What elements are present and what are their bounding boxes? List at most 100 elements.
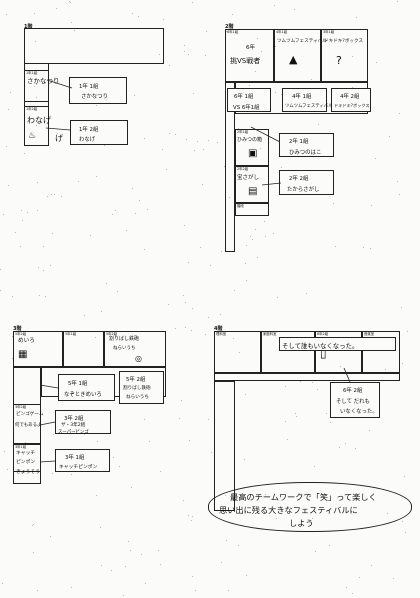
floor1-mark: げ — [55, 134, 63, 143]
note-class: 2年 2組 — [289, 176, 309, 182]
floor-2-label: 2階 — [225, 24, 234, 30]
note-event: ドキドキ?ボックス — [334, 103, 370, 108]
room-4-a: 理科室 — [214, 331, 261, 373]
floor-2-wing — [225, 82, 235, 252]
note-event: 割りばし鉄砲 — [123, 386, 151, 391]
note-class: 6年 2組 — [343, 388, 363, 394]
note-class: 4年 1組 — [292, 94, 312, 100]
note-1-2: 1年 2組 わなげ — [70, 120, 128, 145]
treasure-icon: ▤ — [248, 186, 258, 197]
note-event: たからさがし — [287, 187, 320, 193]
note-2-c: 4年 2組 ドキドキ?ボックス — [331, 88, 371, 112]
target-icon: ◎ — [135, 354, 142, 363]
note-event: キャッチピンポン — [59, 465, 98, 470]
room-label: 1年1組 — [26, 71, 38, 75]
room-1-1: 1年1組 さかなつり — [24, 70, 60, 102]
room-title: さかなつり — [27, 77, 60, 85]
room-4-c: 6年2組 ▯ — [315, 331, 362, 373]
room-title: 6年 — [246, 45, 256, 51]
floor-4-corridor — [214, 373, 400, 381]
floor4-room-title: そして誰もいなくなった。 — [279, 337, 396, 351]
room-title: めいろ — [18, 338, 35, 344]
room-title: そして誰もいなくなった。 — [282, 342, 359, 350]
room-title: 割りばし鉄砲 — [109, 336, 140, 342]
room-2-a: 6年1組 6年 挑VS戦者 — [225, 29, 274, 82]
room-title: わなげ — [27, 116, 51, 125]
room-label: 5年2組 — [15, 332, 27, 336]
room-3-b: 5年2組 割りばし鉄砲 ねらいうち ◎ — [104, 331, 166, 367]
stairs: 階段 — [235, 203, 269, 216]
note-class: 5年 2組 — [126, 377, 146, 383]
note-2-a: 6年 1組 VS 6年1組 — [227, 88, 271, 112]
room-3-x: 5年1組 — [63, 331, 104, 367]
room-label: 5年2組 — [106, 332, 118, 336]
room-label: 2年2組 — [237, 167, 249, 171]
room-4-b: 家庭科室 — [261, 331, 315, 373]
room-title: 何でもあるよ — [15, 423, 42, 428]
slogan-line: 思い出に残る大きなフェスティバルに — [219, 505, 358, 515]
floor-1-label: 1階 — [24, 24, 33, 30]
slogan-line: しよう — [289, 518, 314, 528]
note-class: 6年 1組 — [234, 94, 254, 100]
room-3-d: 3年1組 キャッチ ピンポン きょうそう — [13, 444, 41, 484]
note-event: ひみつのはこ — [289, 150, 322, 156]
question-box-icon: ? — [336, 54, 342, 67]
note-class: 3年 1組 — [65, 455, 85, 461]
note-class: 3年 2組 — [64, 416, 84, 422]
room-label: 2年1組 — [237, 130, 249, 134]
note-class: 5年 1組 — [68, 381, 88, 387]
floor-1-corridor — [24, 28, 164, 64]
room-title: ピンポン — [16, 460, 36, 465]
stack-icon: ▲ — [289, 53, 298, 66]
room-2-c: 3年1組 ドキドキ?ボックス ? — [321, 29, 368, 82]
note-3-c: 3年 2組 ザ・3年2組 スーパービンゴ — [55, 410, 111, 435]
note-event: なぞときめいろ — [64, 392, 102, 398]
note-class: 1年 1組 — [79, 84, 99, 90]
room-3-a: 5年2組 めいろ ▦ — [13, 331, 63, 367]
slogan-bubble: 最高のチームワークで「笑」って楽しく 思い出に残る大きなフェスティバルに しよう — [208, 482, 412, 532]
room-2-b: 4年1組 ツムツムフェスティバル ▲ — [274, 29, 327, 82]
note-class: 1年 2組 — [79, 127, 99, 133]
floor-4-label: 4階 — [214, 326, 223, 332]
note-3-d: 3年 1組 キャッチピンポン — [55, 449, 110, 472]
note-4-a: 6年 2組 そして だれも いなくなった。 — [330, 382, 380, 418]
note-event: ツムツムフェスティバル — [285, 104, 333, 109]
note-event: ザ・3年2組 — [61, 423, 86, 428]
room-3-c: 3年2組 ピンゴゲーム 何でもあるよ — [13, 404, 44, 444]
room-label: 4年1組 — [276, 30, 288, 34]
ring-toss-icon: ♨ — [28, 131, 37, 141]
room-label: 6年2組 — [317, 332, 329, 336]
note-event: ねらいうち — [126, 395, 149, 400]
room-title: きょうそう — [16, 470, 40, 475]
floor-3-label: 3階 — [13, 326, 22, 332]
note-event: さかなつり — [81, 94, 108, 100]
room-title: ひみつの箱 — [237, 137, 263, 143]
slogan-line: 最高のチームワークで「笑」って楽しく — [230, 492, 377, 502]
door-icon: ▯ — [320, 346, 327, 360]
note-1-1: 1年 1組 さかなつり — [69, 77, 127, 104]
room-2-d: 2年1組 ひみつの箱 ▣ — [235, 129, 269, 166]
room-title: ツムツムフェスティバル — [277, 39, 327, 44]
note-event: そして だれも — [336, 399, 370, 405]
room-label: 5年1組 — [65, 332, 77, 336]
note-event: わなげ — [79, 137, 96, 143]
note-2-e: 2年 2組 たからさがし — [279, 170, 334, 195]
room-label: 階段 — [237, 204, 244, 208]
note-3-b: 5年 2組 割りばし鉄砲 ねらいうち — [119, 371, 164, 404]
note-class: 4年 2組 — [340, 94, 360, 100]
room-title: ドキドキ?ボックス — [324, 39, 364, 44]
maze-icon: ▦ — [18, 349, 28, 360]
room-label: 6年1組 — [227, 30, 239, 34]
room-title: キャッチ — [16, 451, 36, 456]
room-title: ピンゴゲーム — [16, 412, 44, 417]
note-3-a: 5年 1組 なぞときめいろ — [58, 374, 115, 401]
note-2-b: 4年 1組 ツムツムフェスティバル — [282, 88, 333, 112]
note-event: いなくなった。 — [340, 409, 378, 415]
room-label: 3年2組 — [15, 405, 27, 409]
box-icon: ▣ — [248, 148, 258, 159]
note-2-d: 2年 1組 ひみつのはこ — [279, 133, 334, 157]
room-title: ねらいうち — [113, 346, 136, 351]
note-class: 2年 1組 — [289, 139, 309, 145]
room-label: 3年1組 — [323, 30, 335, 34]
